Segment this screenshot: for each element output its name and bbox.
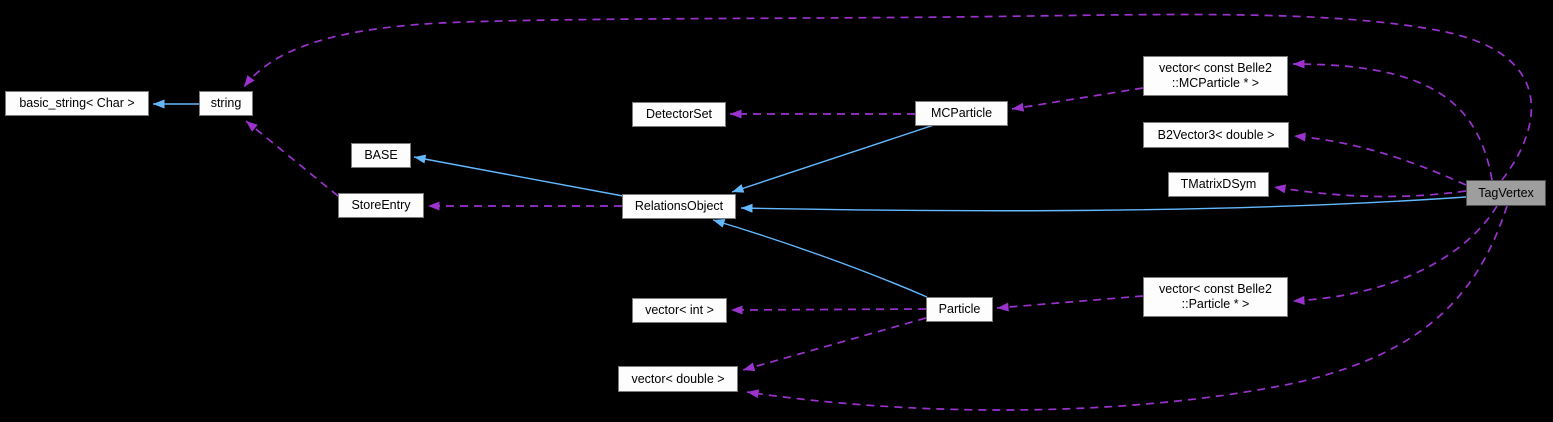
- node-store-entry[interactable]: StoreEntry: [338, 193, 424, 218]
- node-string[interactable]: string: [199, 91, 253, 116]
- node-particle-label: Particle: [938, 302, 981, 316]
- node-vector-double-label: vector< double >: [631, 371, 725, 386]
- node-vector-int-label: vector< int >: [645, 303, 714, 317]
- node-b2vector3-double-label: B2Vector3< double >: [1157, 127, 1275, 142]
- node-string-label: string: [210, 96, 242, 110]
- edge-vectormcparticle-to-mcparticle-usage: [1011, 87, 1144, 112]
- node-relations-object[interactable]: RelationsObject: [622, 194, 736, 219]
- edge-tagvertex-to-b2vector3-usage: [1293, 132, 1467, 186]
- node-tag-vertex-label: TagVertex: [1478, 185, 1534, 200]
- node-base[interactable]: BASE: [351, 143, 411, 168]
- node-base-label: BASE: [364, 148, 398, 162]
- node-particle[interactable]: Particle: [926, 297, 993, 322]
- node-mc-particle-label: MCParticle: [930, 106, 993, 120]
- edge-mcparticle-to-relationsobject-inheritance: [731, 124, 935, 193]
- edge-particle-to-relationsobject-inheritance: [712, 218, 928, 298]
- node-tag-vertex: TagVertex: [1466, 180, 1546, 206]
- edge-particle-to-vectordouble-usage: [742, 317, 927, 372]
- node-detector-set[interactable]: DetectorSet: [632, 102, 726, 127]
- edge-relationsobject-to-base-inheritance: [413, 154, 624, 197]
- edge-tagvertex-to-vectormcparticle-usage: [1292, 59, 1493, 181]
- node-vector-const-belle2-mcparticle[interactable]: vector< const Belle2 ::MCParticle * >: [1143, 56, 1288, 96]
- node-detector-set-label: DetectorSet: [645, 107, 712, 121]
- edge-storeentry-to-string-usage: [245, 120, 339, 197]
- edge-tagvertex-to-relationsobject-inheritance: [740, 196, 1467, 213]
- node-tmatrixdsym-label: TMatrixDSym: [1180, 177, 1257, 191]
- node-vector-const-belle2-particle-label-line1: vector< const Belle2: [1159, 282, 1272, 296]
- edge-particle-to-vectorint-usage: [730, 305, 927, 315]
- node-mc-particle[interactable]: MCParticle: [915, 101, 1008, 126]
- edge-tagvertex-to-vectordouble-usage: [746, 205, 1508, 411]
- edge-vectorparticle-to-particle-usage: [996, 295, 1144, 312]
- node-vector-const-belle2-mcparticle-label-line1: vector< const Belle2: [1159, 61, 1272, 75]
- edge-tagvertex-to-string-usage: [243, 13, 1533, 181]
- node-store-entry-label: StoreEntry: [351, 198, 411, 212]
- edge-tagvertex-to-tmatrixdsym-usage: [1273, 184, 1467, 198]
- node-vector-int[interactable]: vector< int >: [632, 298, 727, 323]
- node-b2vector3-double[interactable]: B2Vector3< double >: [1143, 122, 1289, 148]
- node-vector-double[interactable]: vector< double >: [618, 366, 738, 392]
- edge-tagvertex-to-vectorparticle-usage: [1292, 205, 1498, 305]
- node-basic-string-label: basic_string< Char >: [19, 96, 135, 110]
- node-tmatrixdsym[interactable]: TMatrixDSym: [1168, 172, 1269, 197]
- node-basic-string[interactable]: basic_string< Char >: [5, 91, 149, 116]
- node-vector-const-belle2-mcparticle-label-line2: ::MCParticle * >: [1171, 76, 1260, 90]
- node-vector-const-belle2-particle[interactable]: vector< const Belle2 ::Particle * >: [1143, 277, 1288, 317]
- node-vector-const-belle2-particle-label-line2: ::Particle * >: [1181, 297, 1250, 311]
- node-relations-object-label: RelationsObject: [634, 199, 724, 213]
